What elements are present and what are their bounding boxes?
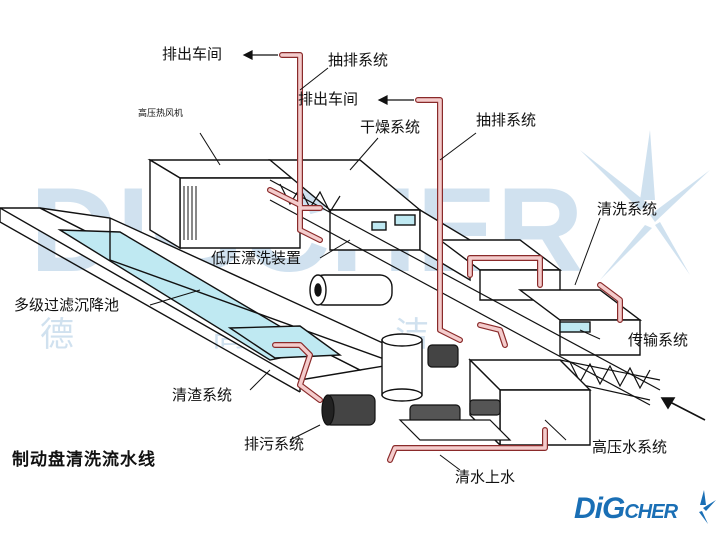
watermark-starburst-icon: [580, 130, 710, 280]
label-low-pressure-rinse: 低压漂洗装置: [211, 249, 302, 267]
pipes-fill: [268, 53, 622, 462]
label-exhaust-out-2: 排出车间: [298, 90, 359, 108]
label-filter-tank: 多级过滤沉降池: [14, 296, 120, 314]
label-conveyor: 传输系统: [628, 331, 689, 349]
logo-suffix: CHER: [624, 501, 678, 523]
base-platform: [398, 419, 512, 441]
label-drying: 干燥系统: [360, 118, 421, 136]
label-extraction-1: 抽排系统: [328, 51, 389, 69]
filter-tank: [0, 207, 423, 393]
pump-motors: [321, 344, 501, 426]
conveyor: [269, 179, 661, 406]
label-clean-water-supply: 清水上水: [455, 468, 516, 486]
input-arrow: [660, 397, 706, 421]
diagram-title: 制动盘清洗流水线: [12, 450, 156, 470]
label-washing: 清洗系统: [597, 200, 658, 218]
hot-air-blower: [147, 158, 303, 250]
tank-cylinder: [381, 333, 423, 402]
machine-body: [268, 159, 643, 356]
logo-main: DiG: [574, 492, 625, 525]
label-exhaust-out-1: 排出车间: [162, 45, 223, 63]
label-high-pressure-water: 高压水系统: [592, 438, 668, 456]
leader-lines: [149, 67, 601, 471]
label-hot-air-blower: 高压热风机: [138, 109, 184, 119]
label-sewage: 排污系统: [244, 435, 305, 453]
watermark-char-1: 德: [40, 315, 74, 355]
label-slag-cleaning: 清渣系统: [172, 386, 233, 404]
exhaust-arrows: [242, 50, 414, 105]
label-extraction-2: 抽排系统: [476, 111, 537, 129]
rinse-drum: [309, 274, 393, 306]
brand-logo: DiGCHER: [574, 492, 678, 526]
